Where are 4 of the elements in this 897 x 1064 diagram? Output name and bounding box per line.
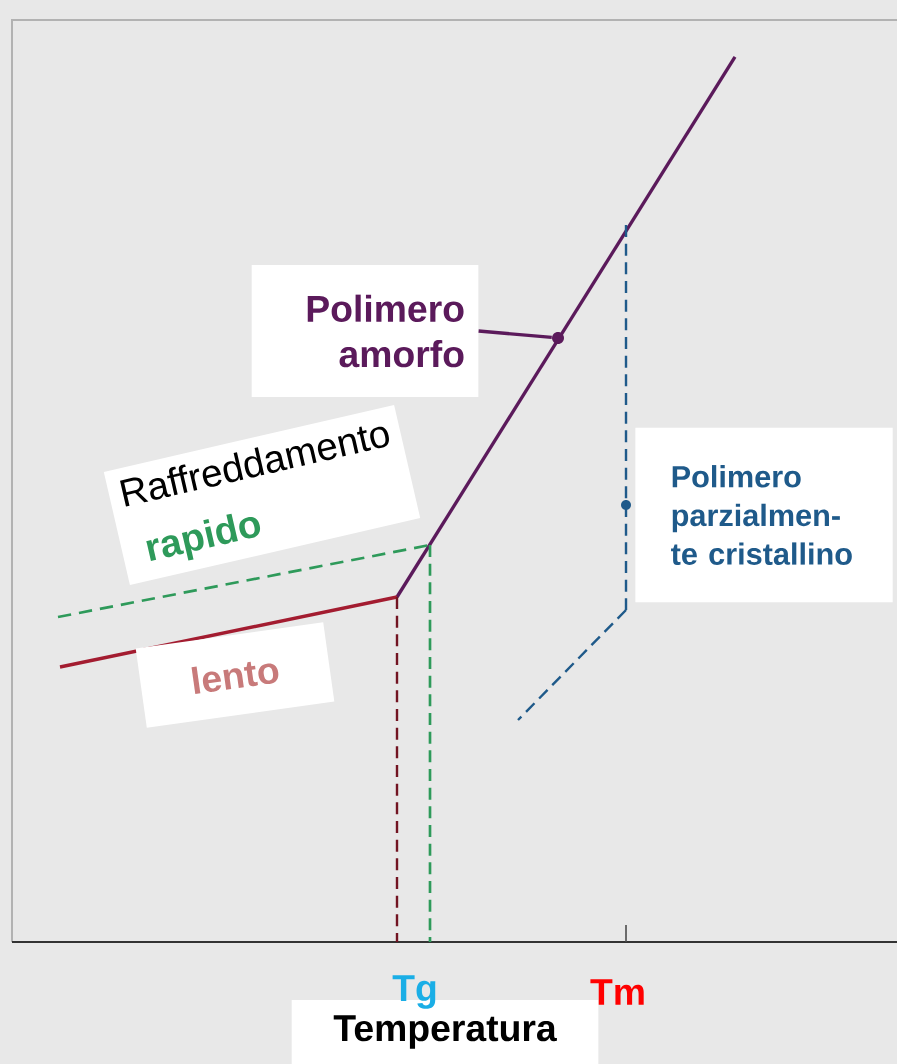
label-box: Polimero amorfo <box>251 265 479 397</box>
leader-line <box>478 329 552 340</box>
label-box: lento <box>135 622 335 728</box>
label-box: Polimero parzialmen-te cristallino <box>635 427 893 603</box>
